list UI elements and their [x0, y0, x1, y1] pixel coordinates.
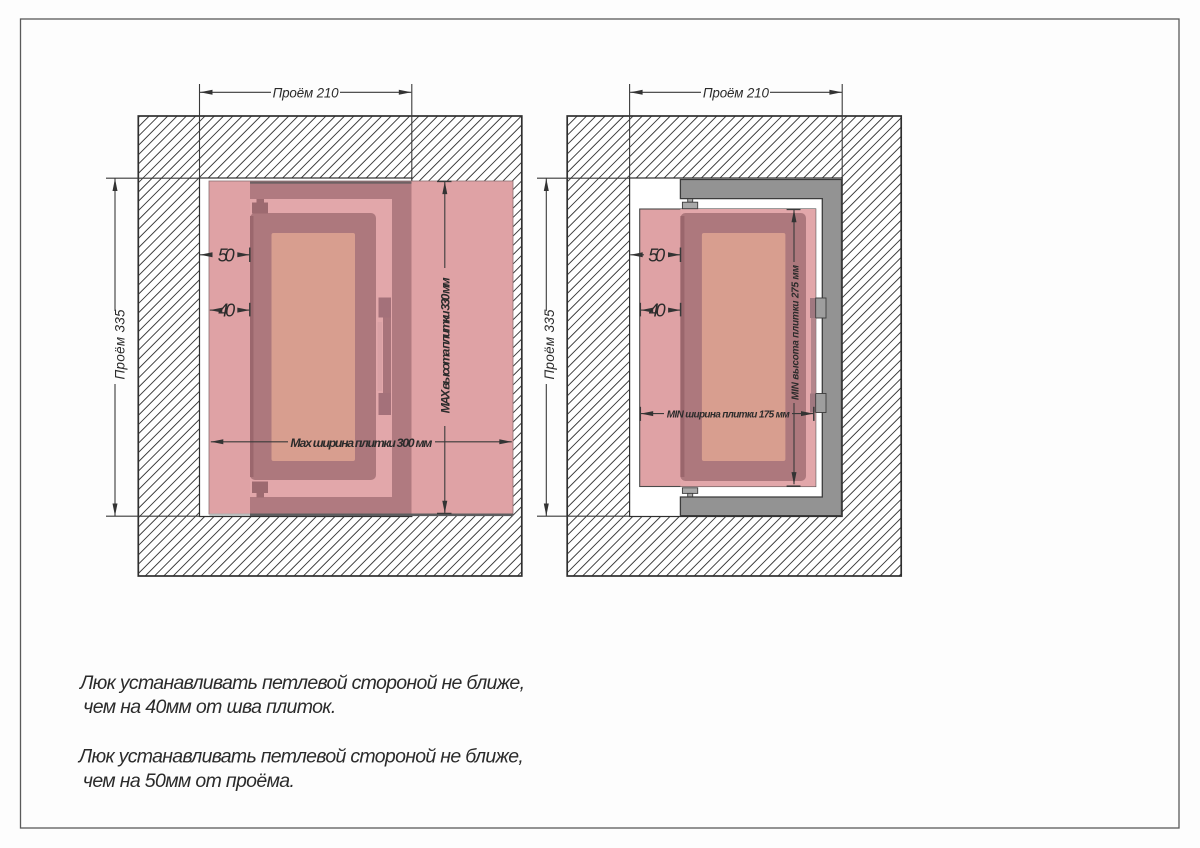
svg-text:MIN ширина плитки 175 мм: MIN ширина плитки 175 мм [667, 409, 791, 420]
svg-text:чем на 40мм от шва плиток.: чем на 40мм от шва плиток. [83, 696, 336, 718]
svg-text:чем на 50мм от проёма.: чем на 50мм от проёма. [83, 770, 295, 792]
svg-text:Мах ширина плитки 300 мм: Мах ширина плитки 300 мм [290, 436, 432, 450]
svg-text:50: 50 [218, 245, 235, 265]
svg-text:Проём 335: Проём 335 [113, 309, 128, 380]
svg-text:Люк устанавливать петлевой сто: Люк устанавливать петлевой стороной не б… [77, 746, 524, 768]
svg-text:Проём 210: Проём 210 [703, 86, 770, 101]
svg-text:40: 40 [649, 301, 666, 321]
svg-text:Проём 335: Проём 335 [542, 309, 557, 380]
svg-text:Люк устанавливать петлевой сто: Люк устанавливать петлевой стороной не б… [78, 672, 525, 694]
svg-text:МАХ высота плитки 330 мм: МАХ высота плитки 330 мм [438, 277, 452, 413]
svg-text:Проём 210: Проём 210 [273, 86, 340, 101]
svg-text:40: 40 [218, 301, 235, 321]
svg-text:MIN высота плитки 275 мм: MIN высота плитки 275 мм [790, 264, 801, 400]
svg-text:50: 50 [648, 245, 665, 265]
